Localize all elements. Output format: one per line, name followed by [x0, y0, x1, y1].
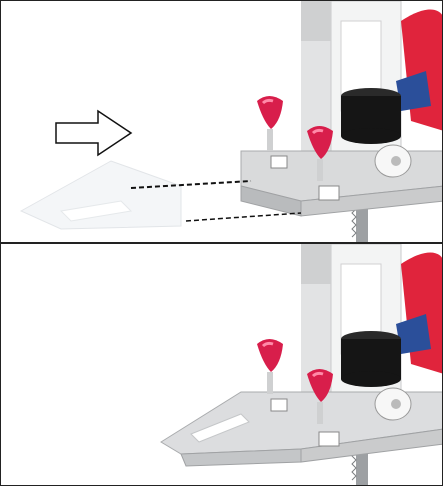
locking-knob-left	[257, 339, 283, 394]
blade-guard	[396, 9, 443, 131]
motor-housing	[341, 88, 401, 144]
guide-roller	[375, 145, 411, 177]
base-plate	[241, 151, 443, 216]
panel-step-after	[0, 243, 443, 486]
blade-guard	[396, 252, 443, 374]
right-arrow-icon	[56, 111, 131, 155]
panel-step-before-illustration	[1, 1, 443, 243]
panel-step-after-illustration	[1, 244, 443, 486]
ghost-base-extension	[21, 161, 181, 229]
panel-step-before	[0, 0, 443, 243]
motor-housing	[341, 331, 401, 387]
locking-knob-left	[257, 96, 283, 151]
guide-roller	[375, 388, 411, 420]
